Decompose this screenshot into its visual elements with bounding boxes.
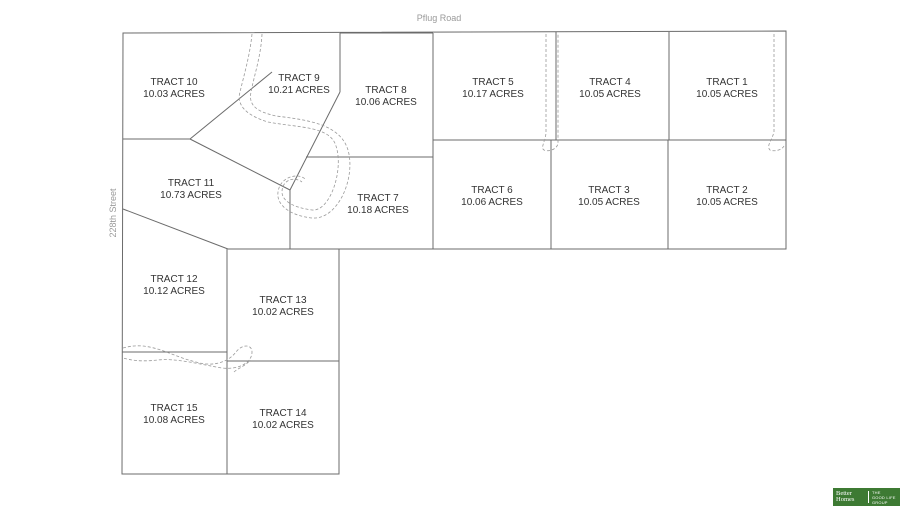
tract-3-acres: 10.05 ACRES	[578, 197, 640, 208]
tract-11-name: TRACT 11	[168, 178, 215, 189]
tract-12-name: TRACT 12	[150, 274, 197, 285]
tract-13-acres: 10.02 ACRES	[252, 307, 314, 318]
tract-2[interactable]: TRACT 2 10.05 ACRES	[696, 185, 758, 208]
tract-15-acres: 10.08 ACRES	[143, 415, 205, 426]
tract-6-name: TRACT 6	[471, 185, 513, 196]
tract-14-acres: 10.02 ACRES	[252, 420, 314, 431]
road-label-west: 228th Street	[108, 188, 118, 238]
tract-9-acres: 10.21 ACRES	[268, 85, 330, 96]
tract-3[interactable]: TRACT 3 10.05 ACRES	[578, 185, 640, 208]
tract-13-name: TRACT 13	[259, 295, 306, 306]
road-label-north: Pflug Road	[417, 13, 462, 23]
brand-logo-sub: THE GOOD LIFE GROUP	[869, 490, 896, 505]
tract-9[interactable]: TRACT 9 10.21 ACRES	[268, 73, 330, 96]
tract-12[interactable]: TRACT 12 10.12 ACRES	[143, 274, 205, 297]
tract-1[interactable]: TRACT 1 10.05 ACRES	[696, 77, 758, 100]
tract-11[interactable]: TRACT 11 10.73 ACRES	[160, 178, 222, 201]
tract-10-name: TRACT 10	[150, 77, 197, 88]
tract-13[interactable]: TRACT 13 10.02 ACRES	[252, 295, 314, 318]
tract-6-acres: 10.06 ACRES	[461, 197, 523, 208]
brand-logo-main: Better Homes	[836, 490, 869, 503]
tract-10-acres: 10.03 ACRES	[143, 89, 205, 100]
tract-10[interactable]: TRACT 10 10.03 ACRES	[143, 77, 205, 100]
tract-9-name: TRACT 9	[278, 73, 320, 84]
tract-6[interactable]: TRACT 6 10.06 ACRES	[461, 185, 523, 208]
brand-logo-sub-line2: GOOD LIFE	[872, 494, 896, 500]
tract-7[interactable]: TRACT 7 10.18 ACRES	[347, 193, 409, 216]
tract-8[interactable]: TRACT 8 10.06 ACRES	[355, 85, 417, 108]
tract-4[interactable]: TRACT 4 10.05 ACRES	[579, 77, 641, 100]
tract-5[interactable]: TRACT 5 10.17 ACRES	[462, 77, 524, 100]
tract-7-acres: 10.18 ACRES	[347, 205, 409, 216]
tract-2-name: TRACT 2	[706, 185, 748, 196]
tract-3-name: TRACT 3	[588, 185, 630, 196]
tract-8-acres: 10.06 ACRES	[355, 97, 417, 108]
brand-logo-sub-line3: GROUP	[872, 499, 888, 505]
tract-14-name: TRACT 14	[259, 408, 306, 419]
brand-logo-sub-line1: THE	[872, 489, 881, 495]
tract-15[interactable]: TRACT 15 10.08 ACRES	[143, 403, 205, 426]
tract-5-acres: 10.17 ACRES	[462, 89, 524, 100]
lot-lines	[122, 32, 786, 474]
tract-8-name: TRACT 8	[365, 85, 407, 96]
tract-4-name: TRACT 4	[589, 77, 631, 88]
tract-5-name: TRACT 5	[472, 77, 514, 88]
brand-logo-main-line2: Homes	[836, 496, 855, 503]
drive-paths	[122, 33, 785, 373]
tract-12-acres: 10.12 ACRES	[143, 286, 205, 297]
tract-4-acres: 10.05 ACRES	[579, 89, 641, 100]
tract-1-name: TRACT 1	[706, 77, 748, 88]
brand-logo-main-line1: Better	[836, 490, 852, 497]
tract-1-acres: 10.05 ACRES	[696, 89, 758, 100]
property-boundary	[121, 30, 787, 475]
tract-14[interactable]: TRACT 14 10.02 ACRES	[252, 408, 314, 431]
brand-logo: Better Homes THE GOOD LIFE GROUP	[833, 488, 900, 506]
tract-15-name: TRACT 15	[150, 403, 197, 414]
tract-7-name: TRACT 7	[357, 193, 399, 204]
tract-11-acres: 10.73 ACRES	[160, 190, 222, 201]
tract-2-acres: 10.05 ACRES	[696, 197, 758, 208]
